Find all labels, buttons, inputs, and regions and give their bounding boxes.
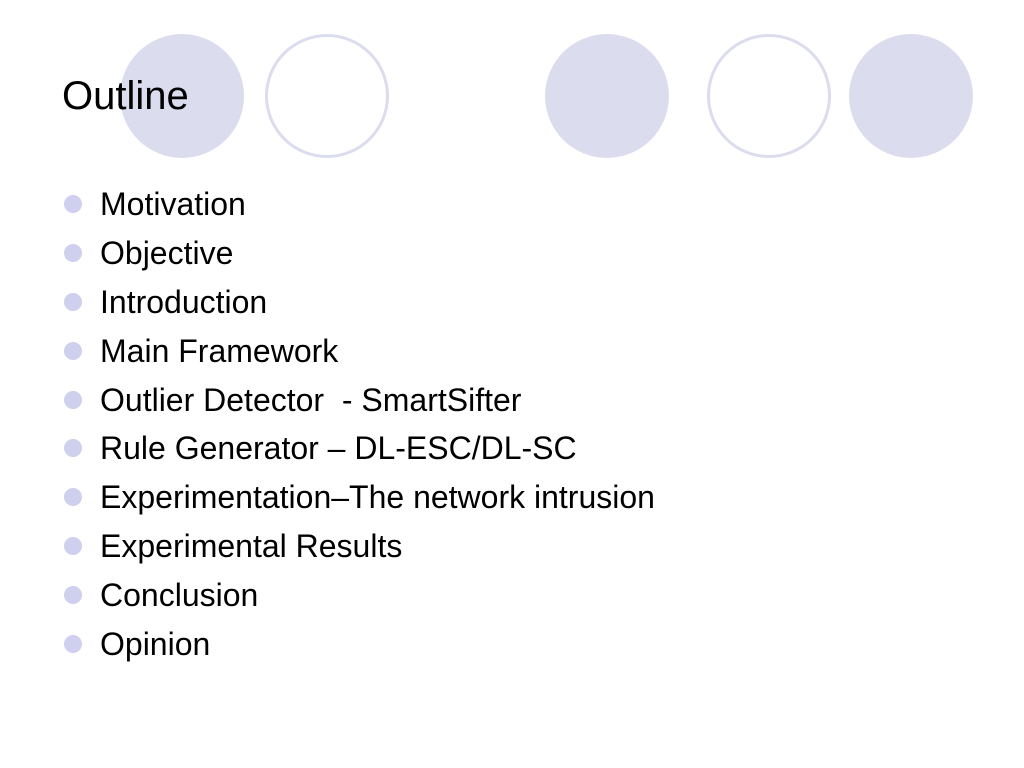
bullet-text: Main Framework (100, 332, 339, 369)
bullet-item: Opinion (64, 619, 655, 668)
bullet-dot-icon (64, 634, 82, 653)
bullet-dot-icon (64, 244, 82, 263)
bullet-item: Motivation (64, 180, 655, 229)
bullet-text: Outlier Detector - SmartSifter (100, 381, 522, 418)
bullet-item: Objective (64, 229, 655, 278)
slide-title: Outline (62, 74, 189, 118)
bullet-dot-icon (64, 585, 82, 604)
bullet-list: Motivation Objective Introduction Main F… (64, 180, 655, 668)
bullet-item: Conclusion (64, 570, 655, 619)
bullet-text: Motivation (100, 186, 246, 223)
bullet-text: Rule Generator – DL-ESC/DL-SC (100, 430, 577, 467)
decorative-circle-outline (265, 34, 389, 158)
bullet-item: Rule Generator – DL-ESC/DL-SC (64, 424, 655, 473)
bullet-text: Introduction (100, 283, 268, 320)
bullet-dot-icon (64, 195, 82, 214)
decorative-circle-outline (707, 34, 831, 158)
bullet-text: Objective (100, 235, 234, 272)
bullet-dot-icon (64, 536, 82, 555)
bullet-item: Introduction (64, 278, 655, 327)
decorative-circle-filled (545, 34, 669, 158)
bullet-text: Experimentation–The network intrusion (100, 479, 655, 516)
bullet-dot-icon (64, 292, 82, 311)
decorative-circle-filled (849, 34, 973, 158)
bullet-item: Experimentation–The network intrusion (64, 473, 655, 522)
bullet-text: Conclusion (100, 576, 259, 613)
bullet-dot-icon (64, 390, 82, 409)
bullet-item: Experimental Results (64, 522, 655, 571)
bullet-dot-icon (64, 488, 82, 507)
decorative-circle-filled (120, 34, 244, 158)
bullet-item: Main Framework (64, 326, 655, 375)
bullet-item: Outlier Detector - SmartSifter (64, 375, 655, 424)
bullet-dot-icon (64, 341, 82, 360)
bullet-text: Experimental Results (100, 527, 403, 564)
bullet-text: Opinion (100, 625, 211, 662)
bullet-dot-icon (64, 439, 82, 458)
